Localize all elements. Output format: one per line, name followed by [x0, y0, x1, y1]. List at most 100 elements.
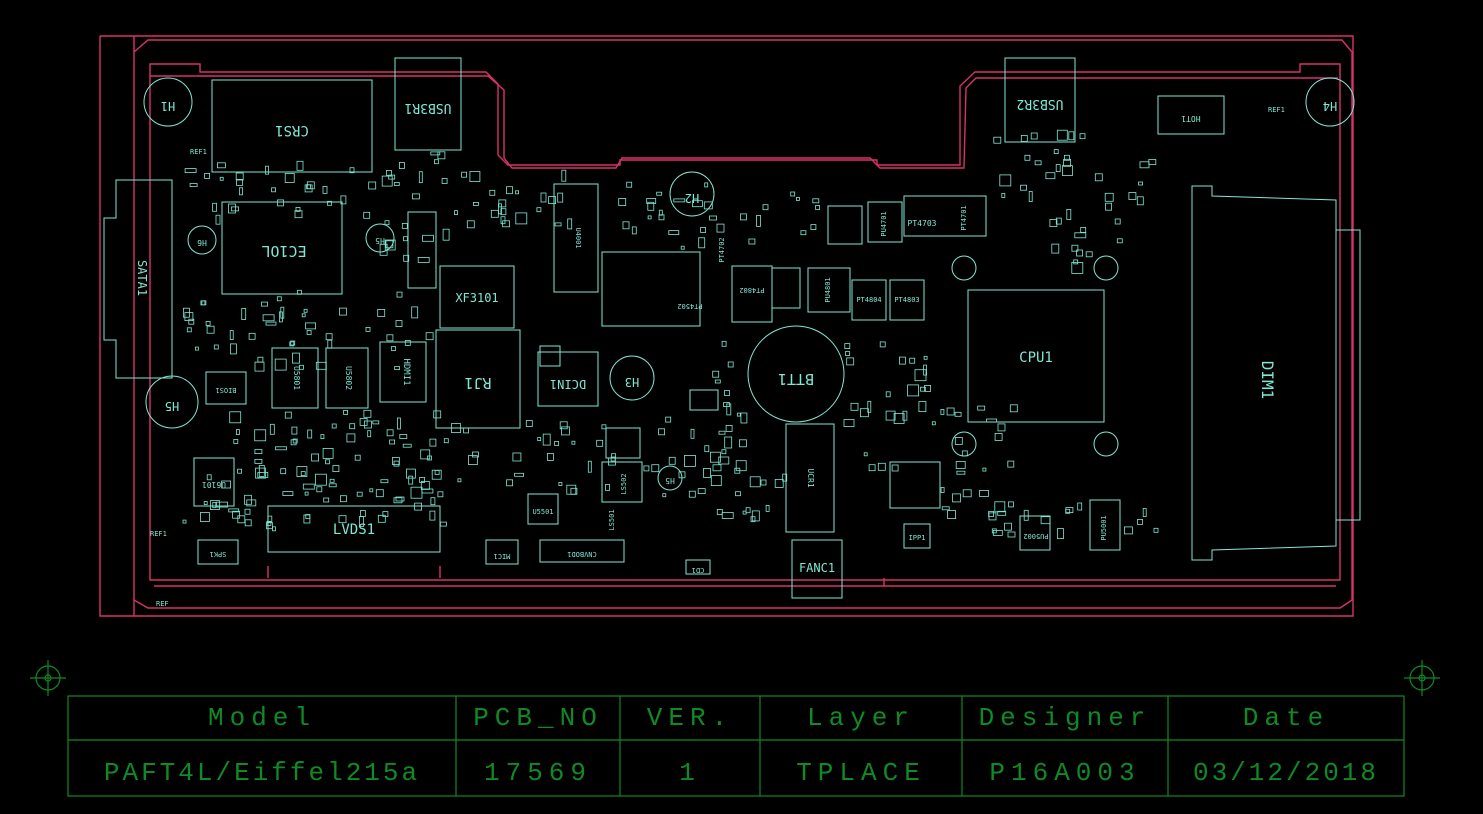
- smd-part: [703, 467, 711, 478]
- smd-part: [332, 465, 340, 473]
- smd-part: [940, 487, 945, 493]
- smd-part: [1034, 160, 1042, 166]
- component-outlines: [103, 57, 1361, 599]
- smd-part: [815, 205, 820, 210]
- smd-part: [346, 433, 356, 443]
- smd-part: [790, 191, 796, 197]
- smd-part: [571, 440, 576, 445]
- label-u5802: U5802: [344, 366, 353, 390]
- smd-part: [237, 515, 246, 524]
- label-sata1: SATA1: [135, 260, 149, 296]
- smd-part: [1004, 522, 1012, 531]
- smd-part: [235, 172, 244, 181]
- smd-part: [233, 438, 239, 444]
- smd-part: [718, 456, 730, 465]
- xf3101-outline: [439, 265, 515, 329]
- smd-part: [673, 198, 686, 203]
- smd-part: [212, 502, 217, 508]
- smd-part: [398, 162, 405, 169]
- smd-part: [877, 462, 886, 471]
- smd-part: [386, 429, 394, 437]
- smd-part: [328, 483, 337, 488]
- label-ec1ol: EC1OL: [261, 242, 306, 260]
- smd-part: [643, 465, 650, 472]
- label-u5801: U5801: [292, 366, 301, 390]
- smd-part: [343, 409, 349, 415]
- smd-part: [277, 199, 284, 207]
- smd-part: [232, 510, 241, 519]
- smd-part: [994, 501, 1006, 513]
- smd-part: [893, 412, 905, 424]
- smd-part: [186, 327, 192, 333]
- smd-part: [206, 325, 215, 334]
- smd-part: [749, 476, 761, 488]
- label-h1: H1: [161, 99, 175, 113]
- smd-part: [850, 402, 859, 411]
- tb-header-designer: Designer: [979, 703, 1152, 733]
- smd-part: [393, 182, 400, 186]
- smd-part: [212, 202, 218, 212]
- smd-part: [349, 167, 355, 174]
- smd-part: [997, 423, 1006, 432]
- smd-part: [254, 449, 263, 455]
- tb-value-ver: 1: [679, 758, 701, 788]
- smd-part: [490, 209, 499, 218]
- label-hs1: H6: [197, 238, 207, 247]
- smd-part: [1049, 219, 1058, 227]
- smd-part: [303, 308, 308, 313]
- smd-part: [219, 176, 224, 181]
- smd-part: [651, 464, 660, 473]
- smd-part: [558, 482, 563, 486]
- usb3r2-outline: [1004, 57, 1076, 143]
- smd-part: [1080, 226, 1087, 233]
- smd-part: [735, 491, 741, 497]
- smd-part: [756, 214, 761, 227]
- smd-part: [408, 475, 414, 485]
- label-btt1: BTT1: [778, 370, 814, 388]
- label-pu4801: PU4801: [824, 277, 832, 302]
- smd-part: [213, 344, 219, 350]
- smd-part: [443, 438, 449, 444]
- smd-part: [698, 237, 706, 249]
- smd-part: [941, 506, 950, 511]
- smd-part: [1079, 133, 1086, 140]
- smd-part: [356, 491, 363, 497]
- smd-part: [703, 201, 713, 210]
- smd-part: [315, 361, 327, 370]
- smd-part: [977, 405, 986, 411]
- smd-part: [395, 320, 403, 328]
- label-pt4703: PT4703: [908, 219, 937, 228]
- label-h2: H2: [685, 191, 699, 205]
- smd-parts-field: [182, 129, 1159, 539]
- smd-part: [740, 412, 748, 424]
- dcin1-outline: [537, 351, 599, 407]
- smd-part: [1008, 501, 1014, 508]
- label-lvds1: LVDS1: [333, 522, 375, 538]
- smd-part: [254, 361, 265, 372]
- smd-part: [891, 464, 899, 472]
- smd-part: [215, 214, 221, 225]
- label-hot1: HOT1: [1181, 114, 1200, 123]
- smd-part: [725, 424, 733, 432]
- label-ls502: LS502: [620, 473, 628, 494]
- smd-part: [742, 510, 747, 515]
- smd-part: [923, 355, 928, 360]
- smd-part: [1136, 196, 1144, 206]
- tb-header-layer: Layer: [807, 703, 915, 733]
- hdmi1-outline: [379, 341, 427, 403]
- smd-part: [515, 190, 519, 195]
- smd-part: [506, 186, 513, 195]
- smd-part: [320, 434, 325, 440]
- smd-part: [782, 473, 788, 482]
- smd-part: [843, 419, 855, 427]
- smd-part: [189, 183, 198, 187]
- label-ref2: REF1: [1268, 106, 1285, 114]
- smd-part: [1045, 172, 1056, 180]
- smd-part: [394, 366, 401, 371]
- crs1-outline: [211, 79, 373, 173]
- smd-part: [463, 427, 470, 434]
- label-hs3: H5: [665, 476, 675, 485]
- smd-part: [339, 495, 347, 503]
- smd-part: [299, 364, 304, 370]
- smd-part: [700, 227, 706, 233]
